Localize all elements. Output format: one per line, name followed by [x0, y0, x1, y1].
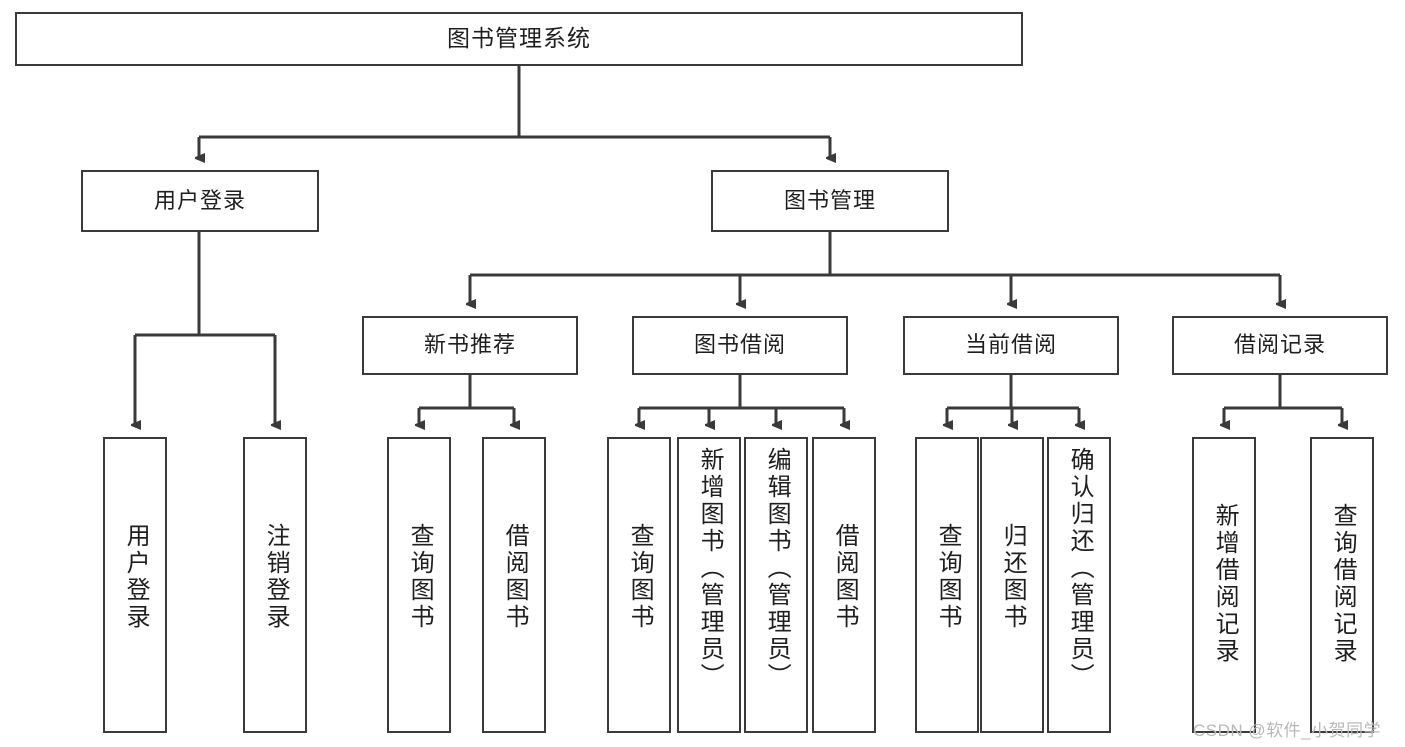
- node-leaf-borrow-book-label: 借阅图书: [831, 523, 859, 631]
- node-leaf-add-borrow-record-label: 新增借阅记录: [1211, 503, 1239, 665]
- connector-userlogin-to-leaves: [135, 232, 275, 425]
- node-leaf-logout[interactable]: 注销登录: [243, 437, 307, 733]
- connector-bookborrow-to-leaves: [639, 375, 844, 425]
- connector-currentborrow-to-leaves: [947, 375, 1079, 425]
- connector-bookmanage-to-level3: [470, 232, 1280, 304]
- node-root[interactable]: 图书管理系统: [15, 12, 1023, 66]
- node-leaf-query-book-cur[interactable]: 查询图书: [915, 437, 979, 733]
- node-leaf-query-book-rec[interactable]: 查询图书: [387, 437, 451, 733]
- node-current-borrow[interactable]: 当前借阅: [903, 316, 1119, 375]
- node-book-borrow-label: 图书借阅: [693, 332, 786, 358]
- node-leaf-borrow-book-rec[interactable]: 借阅图书: [482, 437, 546, 733]
- node-leaf-query-book-cur-label: 查询图书: [934, 523, 962, 631]
- node-leaf-add-book-admin-label: 新增图书（管理员）: [696, 447, 724, 690]
- node-book-manage-label: 图书管理: [783, 187, 876, 213]
- node-leaf-return-book-label: 归还图书: [999, 523, 1027, 631]
- node-borrow-record[interactable]: 借阅记录: [1172, 316, 1388, 375]
- node-leaf-edit-book-admin-label: 编辑图书（管理员）: [763, 447, 791, 690]
- node-current-borrow-label: 当前借阅: [964, 332, 1057, 358]
- node-leaf-query-borrow-record-label: 查询借阅记录: [1329, 503, 1357, 665]
- node-leaf-query-book[interactable]: 查询图书: [607, 437, 671, 733]
- node-root-label: 图书管理系统: [447, 25, 591, 52]
- node-leaf-logout-label: 注销登录: [262, 523, 290, 631]
- connector-root-to-level2: [199, 66, 830, 158]
- connector-borrowrecord-to-leaves: [1224, 375, 1342, 425]
- node-new-book-recommend-label: 新书推荐: [423, 332, 516, 358]
- node-borrow-record-label: 借阅记录: [1233, 332, 1326, 358]
- node-leaf-confirm-return-admin-label: 确认归还（管理员）: [1066, 447, 1094, 690]
- node-leaf-confirm-return-admin[interactable]: 确认归还（管理员）: [1047, 437, 1111, 733]
- node-leaf-add-book-admin[interactable]: 新增图书（管理员）: [677, 437, 741, 733]
- node-leaf-borrow-book[interactable]: 借阅图书: [812, 437, 876, 733]
- node-book-borrow[interactable]: 图书借阅: [632, 316, 848, 375]
- node-leaf-user-login[interactable]: 用户登录: [103, 437, 167, 733]
- node-leaf-user-login-label: 用户登录: [122, 523, 150, 631]
- node-leaf-edit-book-admin[interactable]: 编辑图书（管理员）: [744, 437, 808, 733]
- node-new-book-recommend[interactable]: 新书推荐: [362, 316, 578, 375]
- connector-newbook-to-leaves: [419, 375, 514, 425]
- node-leaf-add-borrow-record[interactable]: 新增借阅记录: [1192, 437, 1256, 733]
- node-leaf-borrow-book-rec-label: 借阅图书: [501, 523, 529, 631]
- node-book-manage[interactable]: 图书管理: [711, 170, 949, 232]
- node-user-login-label: 用户登录: [153, 187, 246, 213]
- node-leaf-return-book[interactable]: 归还图书: [980, 437, 1044, 733]
- node-leaf-query-book-rec-label: 查询图书: [406, 523, 434, 631]
- node-leaf-query-borrow-record[interactable]: 查询借阅记录: [1310, 437, 1374, 733]
- node-user-login[interactable]: 用户登录: [81, 170, 319, 232]
- node-leaf-query-book-label: 查询图书: [626, 523, 654, 631]
- csdn-watermark: CSDN @软件_小贺同学: [1193, 721, 1382, 740]
